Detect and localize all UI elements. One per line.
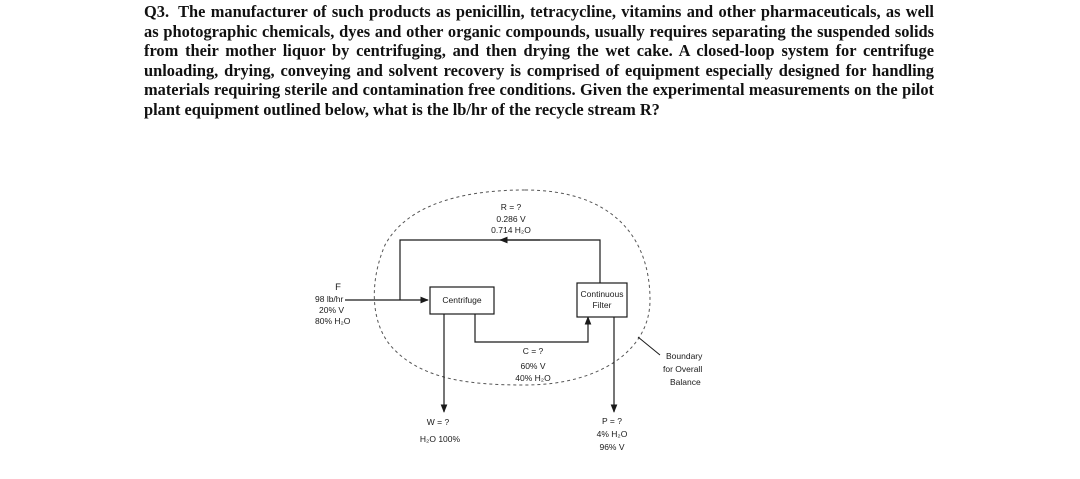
boundary-label-line2: for Overall bbox=[663, 364, 702, 374]
question-text: Q3. The manufacturer of such products as… bbox=[144, 2, 934, 120]
cake-comp-v: 60% V bbox=[520, 361, 545, 371]
recycle-comp-h2o: 0.714 H₂O bbox=[491, 225, 531, 235]
recycle-label: R = ? bbox=[501, 202, 522, 212]
feed-label: F bbox=[335, 282, 341, 293]
recycle-comp-v: 0.286 V bbox=[496, 214, 526, 224]
product-label: P = ? bbox=[602, 416, 622, 426]
centrifuge-box bbox=[429, 286, 495, 315]
cake-stream-line bbox=[474, 314, 592, 343]
filter-box bbox=[576, 282, 628, 318]
cake-label: C = ? bbox=[523, 346, 544, 356]
question-number: Q3. bbox=[144, 2, 170, 21]
filter-label-line1: Continuous bbox=[580, 289, 623, 299]
overall-balance-boundary bbox=[373, 189, 651, 386]
boundary-label-line1: Boundary bbox=[666, 351, 703, 361]
product-comp-h2o: 4% H₂O bbox=[597, 429, 628, 439]
question-body: The manufacturer of such products as pen… bbox=[144, 2, 934, 119]
cake-comp-h2o: 40% H₂O bbox=[515, 373, 551, 383]
boundary-label-line3: Balance bbox=[670, 377, 701, 387]
water-label: W = ? bbox=[427, 417, 450, 427]
centrifuge-label: Centrifuge bbox=[442, 295, 481, 305]
filter-label-line2: Filter bbox=[593, 300, 612, 310]
product-comp-v: 96% V bbox=[599, 442, 624, 452]
feed-comp-v: 20% V bbox=[319, 305, 344, 315]
feed-rate: 98 lb/hr bbox=[315, 294, 344, 304]
feed-comp-h2o: 80% H₂O bbox=[315, 316, 351, 326]
water-comp: H₂O 100% bbox=[420, 434, 461, 444]
boundary-pointer bbox=[637, 336, 661, 356]
